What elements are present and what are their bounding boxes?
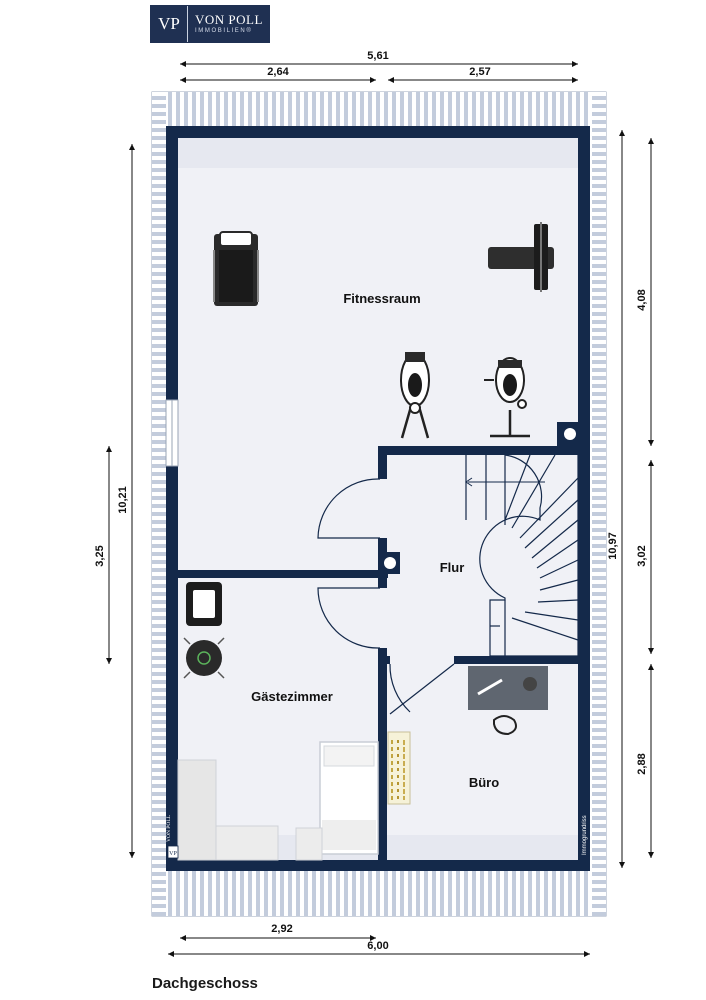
dim-right-mid: 3,02 [636, 545, 648, 566]
walls [166, 126, 590, 871]
dim-top-total: 5,61 [367, 50, 388, 62]
von-poll-logo: VP VON POLL IMMOBILIEN® [150, 5, 270, 43]
dim-right-bottom: 2,88 [636, 753, 648, 774]
desk-icon [468, 666, 548, 736]
watermark-monogram: VP [169, 851, 177, 857]
door-gaeste [317, 587, 381, 649]
wall-flur-left-lower [378, 648, 387, 860]
floor-caption: Dachgeschoss [152, 975, 258, 992]
room-label-gaestezimmer: Gästezimmer [251, 689, 333, 704]
window-left [165, 399, 179, 467]
round-table-icon [183, 637, 225, 679]
wall-flur-left-upper [378, 446, 387, 479]
wall-stair-top [378, 446, 578, 455]
dim-right-top: 4,08 [636, 289, 648, 310]
wall-gaeste-top [178, 570, 388, 578]
dim-bottom-total: 6,00 [367, 940, 388, 952]
treadmill-icon [213, 231, 259, 306]
wardrobe-icon [177, 759, 323, 861]
room-label-flur: Flur [440, 560, 465, 575]
wall-buero-top-left [378, 656, 390, 664]
dimension-lines [106, 61, 654, 957]
column-flur [378, 552, 400, 574]
bed-icon [319, 741, 379, 855]
watermark-name: VON POLL [166, 814, 172, 842]
logo-text: VON POLL IMMOBILIEN® [188, 13, 269, 35]
wall-left-lower [166, 466, 178, 871]
dim-left-inner: 3,25 [94, 545, 106, 566]
logo-name: VON POLL [195, 12, 263, 27]
room-label-fitnessraum: Fitnessraum [343, 291, 420, 306]
weight-bench-icon [488, 222, 554, 292]
dim-left-outer: 10,21 [117, 486, 129, 514]
staircase [465, 454, 579, 657]
logo-subtitle: IMMOBILIEN® [195, 28, 253, 34]
wall-top [166, 126, 590, 138]
exercise-bike-icon-2 [484, 357, 530, 438]
dim-top-left: 2,64 [267, 66, 289, 78]
wall-right [578, 126, 590, 871]
door-fitness [317, 478, 381, 539]
watermark-immogrundriss: Immogrundriss [582, 815, 588, 855]
bookshelf-icon [387, 731, 411, 805]
column-stair [557, 422, 579, 446]
room-label-buero: Büro [469, 775, 499, 790]
wall-buero-top [454, 656, 578, 664]
corner-watermark: VP VON POLL [166, 814, 179, 859]
exercise-bike-icon-1 [400, 352, 430, 439]
armchair-icon [186, 582, 222, 626]
dim-right-outer: 10,97 [607, 532, 619, 560]
wall-bottom [166, 860, 590, 871]
doors [317, 478, 455, 715]
door-buero [389, 663, 455, 715]
dim-bottom-inner: 2,92 [271, 923, 292, 935]
wall-left-upper [166, 126, 178, 400]
logo-monogram: VP [151, 6, 188, 42]
dim-top-right: 2,57 [469, 66, 490, 78]
